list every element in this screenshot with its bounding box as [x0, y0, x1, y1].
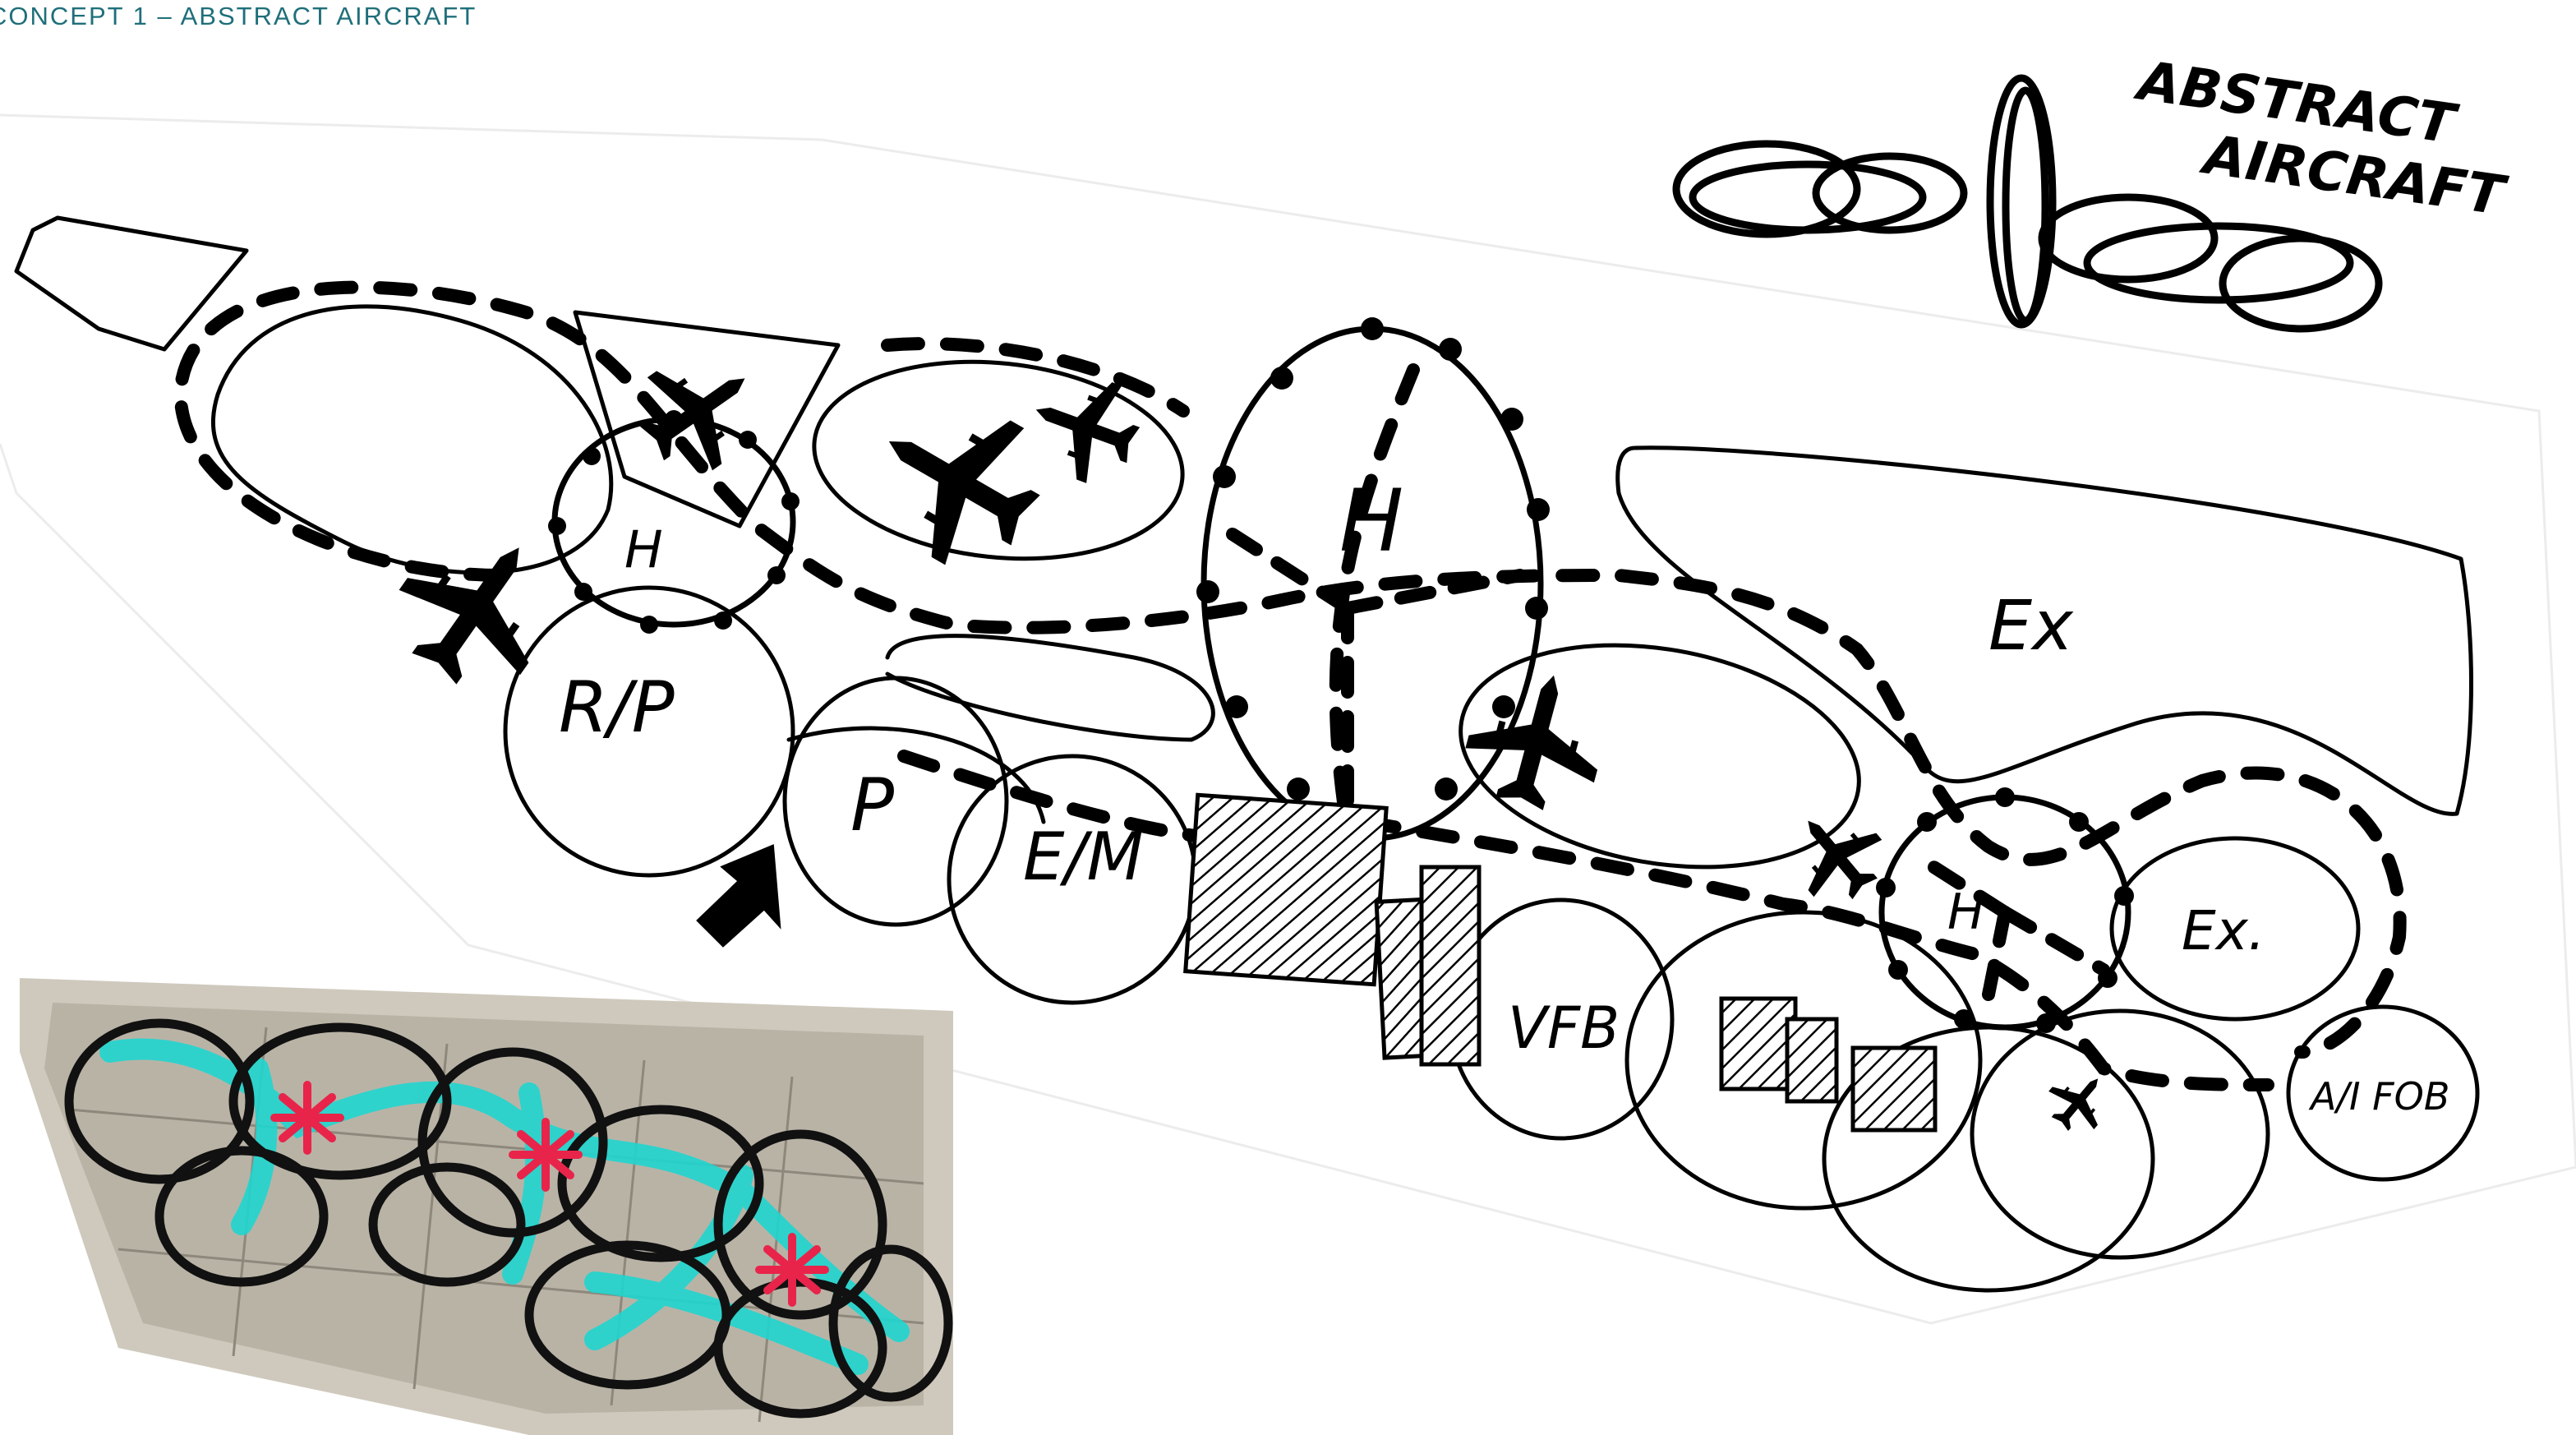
zone-label-afob: A/I FOB — [2308, 1074, 2449, 1119]
zone-p — [785, 678, 1007, 925]
zone-label-ex-large: Ex — [1988, 585, 2074, 666]
aircraft-icon — [850, 373, 1065, 588]
building-block-3 — [1422, 867, 1479, 1064]
aircraft-icon — [374, 505, 580, 712]
aircraft-icon — [1455, 658, 1618, 821]
zone-label-p: P — [850, 763, 894, 847]
zone-label-h-left: H — [624, 519, 663, 579]
helipad-ring-center — [1204, 329, 1541, 838]
site-map-inset — [20, 978, 953, 1435]
zone-label-ex-small: Ex. — [2182, 899, 2265, 962]
building-block-4 — [1721, 999, 1795, 1089]
zone-label-h-center: H — [1339, 471, 1403, 571]
building-block-1 — [1186, 795, 1386, 985]
building-block-6 — [1853, 1048, 1935, 1130]
zone-label-h-right: H — [1947, 884, 1984, 941]
zone-label-vfb: VFB — [1508, 994, 1620, 1062]
zone-label-rp: R/P — [559, 667, 675, 749]
building-block-5 — [1787, 1019, 1836, 1101]
zone-label-em: E/M — [1023, 819, 1144, 895]
zone-lower-right — [1972, 1011, 2268, 1257]
zone-aircraft-right — [1443, 616, 1877, 896]
